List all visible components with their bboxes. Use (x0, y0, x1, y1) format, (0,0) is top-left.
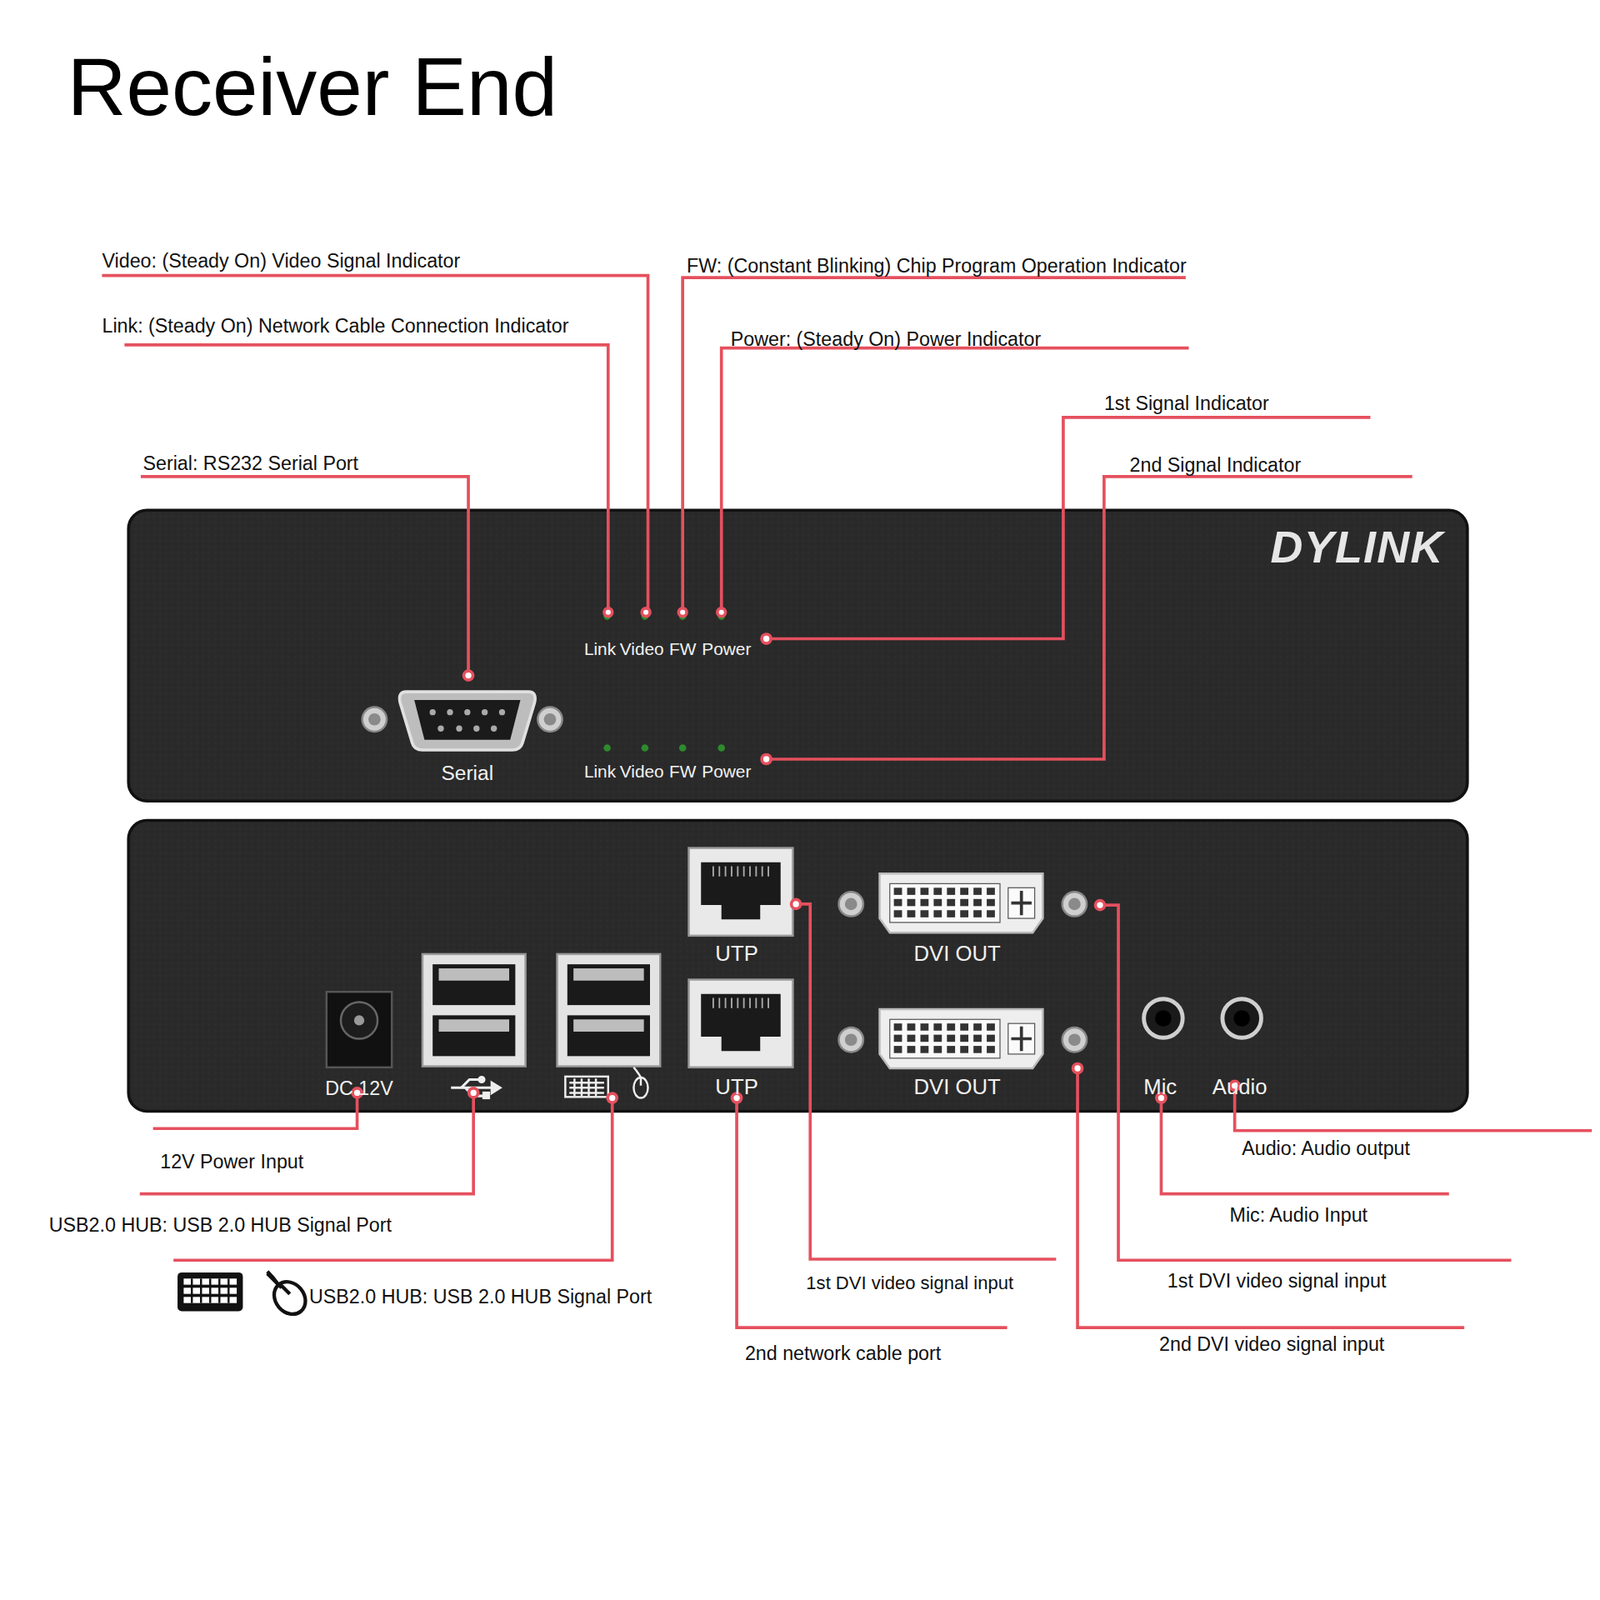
panel-label: UTP (715, 941, 758, 967)
panel-label: Audio (1212, 1074, 1268, 1100)
callout-label: 1st Signal Indicator (1104, 393, 1270, 416)
callout-label: Audio: Audio output (1241, 1137, 1410, 1160)
keyboard-icon (177, 1272, 243, 1312)
callout-label: Video: (Steady On) Video Signal Indicato… (101, 250, 460, 273)
db9-connector (400, 691, 536, 750)
panel-label: DC 12V (325, 1077, 393, 1100)
dc-jack (326, 991, 392, 1068)
callout-label: 1st DVI video signal input (1167, 1270, 1387, 1294)
page-title: Receiver End (67, 40, 558, 135)
panel-label: Video (620, 640, 665, 660)
callout-label: USB2.0 HUB: USB 2.0 HUB Signal Port (309, 1285, 652, 1309)
panel-label: Link (584, 640, 616, 660)
callout-label: 2nd DVI video signal input (1159, 1334, 1385, 1357)
led-indicators (603, 612, 725, 752)
panel-label: Power (701, 762, 751, 783)
panel-label: Video (620, 762, 665, 783)
callout-label: 2nd network cable port (745, 1343, 941, 1366)
callout-label: Link: (Steady On) Network Cable Connecti… (101, 315, 569, 338)
callout-label: Mic: Audio Input (1230, 1204, 1369, 1227)
panel-label: FW (669, 762, 696, 783)
callout-label: 1st DVI video signal input (805, 1272, 1014, 1294)
rear-panel (128, 820, 1468, 1111)
callout-label: USB2.0 HUB: USB 2.0 HUB Signal Port (49, 1214, 392, 1237)
audio-jack (1222, 999, 1262, 1039)
callout-label: 2nd Signal Indicator (1130, 454, 1302, 477)
callout-label: FW: (Constant Blinking) Chip Program Ope… (686, 255, 1187, 278)
panel-label: Link (584, 762, 616, 783)
panel-label: DYLINK (1270, 520, 1445, 573)
panel-label: FW (669, 640, 696, 660)
panel-label: Mic (1143, 1074, 1177, 1100)
leader-lines (101, 275, 1592, 1328)
panel-label: Serial (440, 760, 494, 785)
callout-label: 12V Power Input (160, 1150, 304, 1174)
panel-label: UTP (715, 1074, 758, 1100)
panel-label: DVI OUT (913, 941, 1000, 967)
panel-label: DVI OUT (913, 1074, 1000, 1100)
leader-dots (352, 608, 1240, 1103)
callout-label: Power: (Steady On) Power Indicator (730, 328, 1041, 351)
mouse-icon (267, 1271, 312, 1321)
front-panel (128, 510, 1468, 801)
keyboard-mouse-symbol (565, 1067, 648, 1099)
callout-label: Serial: RS232 Serial Port (142, 453, 359, 476)
mic-jack (1144, 999, 1184, 1039)
usb-symbol (450, 1076, 500, 1098)
panel-label: Power (701, 640, 751, 660)
